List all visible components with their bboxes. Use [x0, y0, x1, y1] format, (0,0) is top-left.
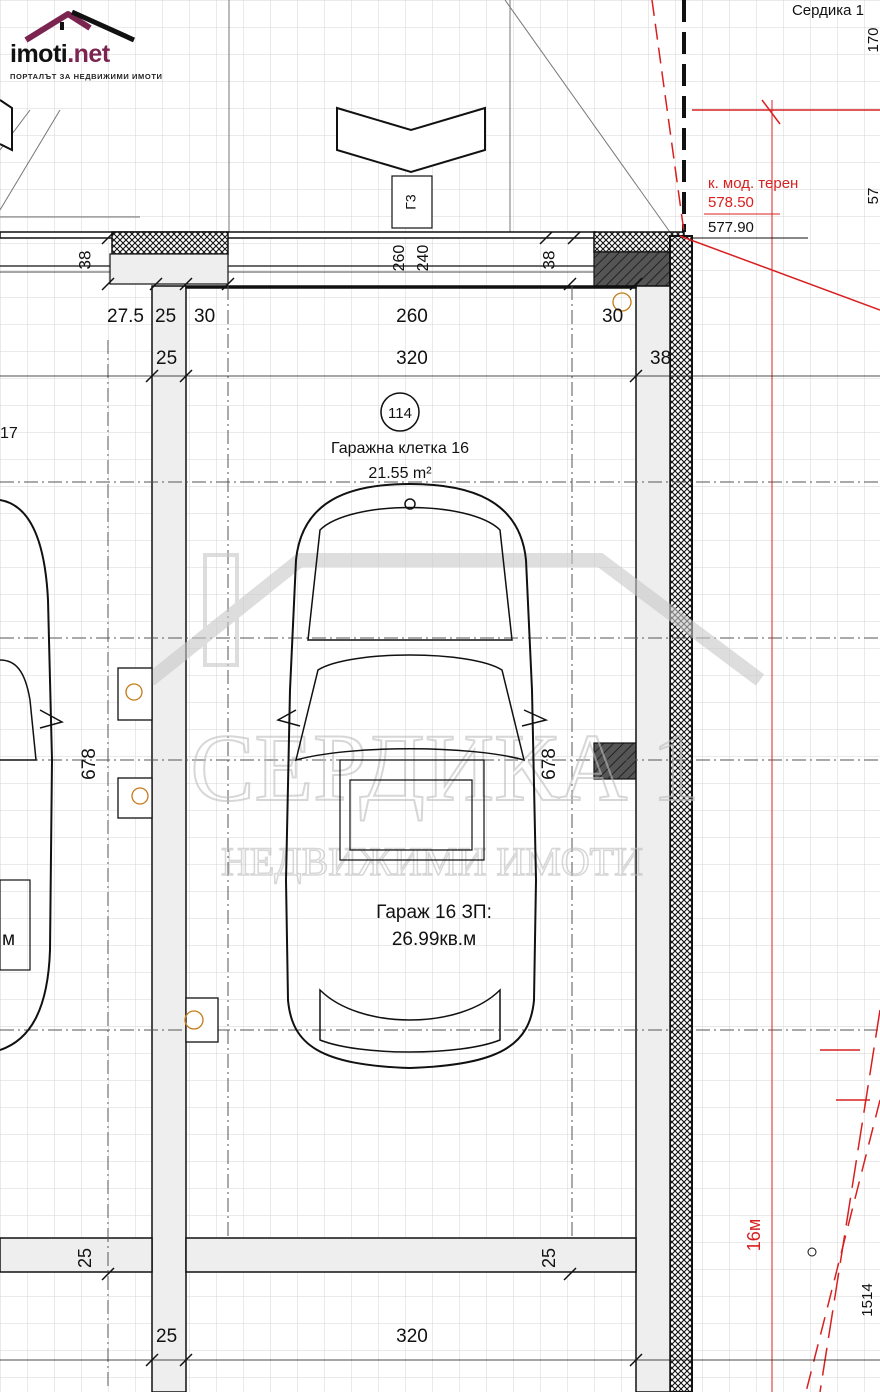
- dim-1514: 1514: [859, 1283, 876, 1316]
- garage-label: Гараж 16 ЗП:: [376, 902, 492, 923]
- dim-38-left: 38: [75, 251, 94, 270]
- dim-30-right: 30: [602, 306, 623, 327]
- svg-text:НЕДВИЖИМИ ИМОТИ: НЕДВИЖИМИ ИМОТИ: [221, 839, 643, 884]
- dim-320-bottom: 320: [396, 1326, 428, 1347]
- dim-25-bottom-right: 25: [539, 1248, 559, 1268]
- neighbor-car: [0, 499, 64, 1051]
- terrain-level-red: 578.50: [708, 194, 754, 211]
- imoti-logo: imoti.net ПОРТАЛЪТ ЗА НЕДВИЖИМИ ИМОТИ: [8, 8, 168, 88]
- dim-678-right: 678: [539, 748, 560, 780]
- dim-27-5: 27.5: [107, 306, 144, 327]
- dim-240-vertical: 240: [415, 245, 432, 272]
- fixtures: [117, 292, 632, 1043]
- watermark: СЕРДИКА 1 НЕДВИЖИМИ ИМОТИ: [145, 553, 765, 885]
- house-roof-icon: [24, 9, 136, 43]
- garage-area: 26.99кв.м: [392, 929, 476, 950]
- dim-25-bottom-left: 25: [75, 1248, 95, 1268]
- dim-678-left: 678: [79, 748, 100, 780]
- partitions: [0, 285, 637, 1392]
- door-tag-box: [391, 175, 433, 229]
- dim-38-wall: 38: [650, 348, 671, 369]
- dim-38-right: 38: [539, 251, 558, 270]
- front-wall: [0, 231, 685, 780]
- dim-25-c: 25: [156, 1326, 177, 1347]
- dim-170: 170: [865, 27, 880, 52]
- terrain-annotations: [651, 0, 880, 1392]
- car-outline: [276, 482, 549, 1070]
- terrain-level-black: 577.90: [708, 219, 754, 236]
- door-tag: Г3: [403, 194, 419, 210]
- dim-25-b: 25: [156, 348, 177, 369]
- terrain-label: к. мод. терен: [708, 175, 798, 192]
- dim-260-vertical: 260: [391, 245, 408, 272]
- ramp-chevron-left: [0, 99, 13, 152]
- room-number: 114: [388, 405, 412, 422]
- dim-30-left: 30: [194, 306, 215, 327]
- brand-name: imoti.net: [10, 40, 110, 68]
- svg-text:СЕРДИКА 1: СЕРДИКА 1: [190, 714, 699, 821]
- dim-260: 260: [396, 306, 428, 327]
- brand-tagline: ПОРТАЛЪТ ЗА НЕДВИЖИМИ ИМОТИ: [10, 72, 163, 81]
- room-area: 21.55 m²: [368, 465, 432, 482]
- dim-57: 57: [865, 188, 880, 205]
- red-dimension: 16м: [744, 1219, 764, 1251]
- neighbor-area: м: [2, 929, 15, 950]
- ramp-direction-arrow: [336, 106, 486, 174]
- dim-320-top: 320: [396, 348, 428, 369]
- right-wall: [635, 0, 693, 1392]
- neighbor-number: 17: [0, 425, 18, 442]
- room-number-circle: [380, 392, 420, 432]
- dim-25-a: 25: [155, 306, 176, 327]
- corner-label: Сердика 1: [791, 2, 864, 19]
- dimension-ticks: [0, 231, 880, 1367]
- room-name: Гаражна клетка 16: [331, 440, 469, 457]
